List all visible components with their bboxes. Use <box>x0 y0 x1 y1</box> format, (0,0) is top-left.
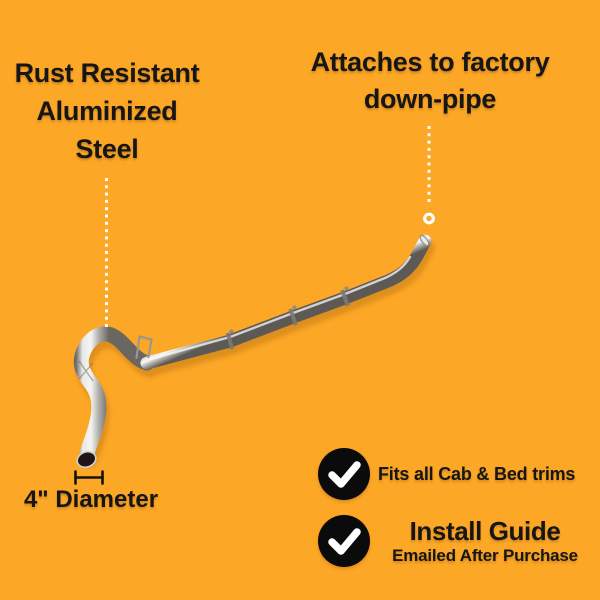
callout-material: Rust Resistant Aluminized Steel <box>2 54 212 168</box>
check-icon <box>328 528 361 555</box>
feature-install-text: Install Guide Emailed After Purchase <box>378 516 592 566</box>
pipe-highlight <box>149 255 412 361</box>
tailpipe-section <box>73 326 155 461</box>
pipe-inlet-end <box>419 234 430 247</box>
callout-attachment-line1: Attaches to factory <box>310 47 550 77</box>
pipe-outlet-opening <box>76 450 97 469</box>
diameter-label: 4" Diameter <box>23 486 159 513</box>
feature-fitment-label: Fits all Cab & Bed trims <box>378 463 576 484</box>
callout-diameter: 4" Diameter <box>6 486 176 514</box>
callout-attachment: Attaches to factory down-pipe <box>300 44 560 118</box>
diameter-bracket <box>74 470 104 485</box>
weld-seams <box>78 360 94 382</box>
feature-fitment: Fits all Cab & Bed trims <box>318 448 575 500</box>
check-icon <box>328 461 361 488</box>
ring-marker-icon <box>423 212 435 225</box>
check-badge <box>318 515 370 567</box>
feature-install-subtitle: Emailed After Purchase <box>392 546 578 565</box>
hanger-rod <box>135 335 153 360</box>
pipe-clamps <box>225 289 350 350</box>
callout-material-line3: Steel <box>75 134 139 164</box>
main-pipe-section <box>140 234 432 370</box>
callout-attachment-line2: down-pipe <box>363 84 497 114</box>
feature-install-title: Install Guide <box>409 516 561 546</box>
feature-install-guide: Install Guide Emailed After Purchase <box>318 515 592 567</box>
check-badge <box>318 448 370 500</box>
callout-material-line2: Aluminized <box>36 96 178 126</box>
clamp-bolts <box>229 286 349 334</box>
callout-material-line1: Rust Resistant <box>14 58 200 88</box>
